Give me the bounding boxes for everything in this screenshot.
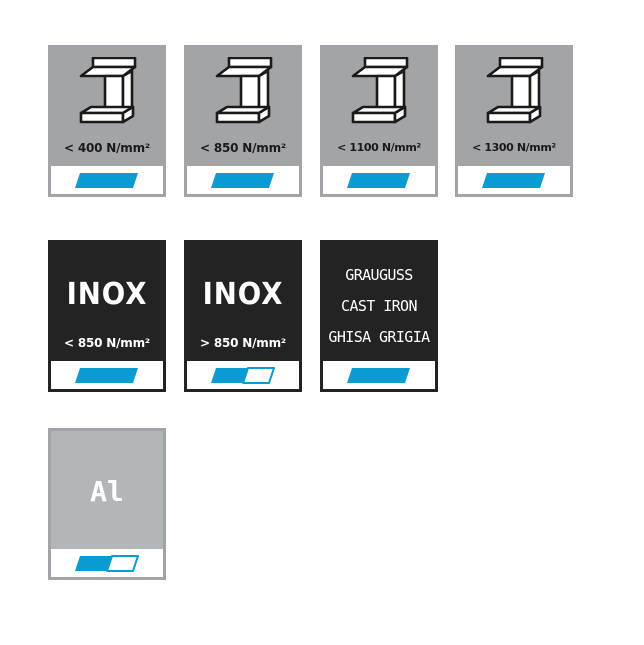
rating-fill-partial	[75, 556, 112, 571]
tensile-strength-label: < 1100 N/mm²	[337, 141, 421, 154]
tile-inox-gt850: INOX > 850 N/mm²	[184, 240, 302, 392]
material-title: INOX	[202, 277, 284, 312]
i-beam-icon	[351, 57, 409, 124]
rating-bar	[51, 549, 163, 577]
material-names: GRAUGUSS CAST IRON GHISA GRIGIA	[323, 260, 435, 353]
material-name-it: GHISA GRIGIA	[328, 328, 430, 346]
material-name-en: CAST IRON	[341, 297, 417, 315]
tensile-strength-label: < 1300 N/mm²	[472, 141, 556, 154]
rating-bar	[323, 166, 435, 194]
rating-fill-full	[75, 173, 138, 188]
i-beam-icon	[486, 57, 544, 124]
rating-bar	[187, 361, 299, 389]
rating-bar	[458, 166, 570, 194]
rating-bar	[323, 361, 435, 389]
rating-fill-full	[482, 173, 545, 188]
tile-steel-850: < 850 N/mm²	[184, 45, 302, 197]
rating-fill-full	[347, 173, 410, 188]
material-title: INOX	[66, 277, 148, 312]
rating-bar	[51, 361, 163, 389]
material-symbol: Al	[90, 475, 124, 508]
tile-inox-lt850: INOX < 850 N/mm²	[48, 240, 166, 392]
rating-fill-full	[211, 173, 274, 188]
i-beam-icon	[79, 57, 137, 124]
rating-bar	[187, 166, 299, 194]
i-beam-icon	[215, 57, 273, 124]
tensile-strength-label: > 850 N/mm²	[200, 336, 286, 350]
rating-fill-partial	[211, 368, 248, 383]
tensile-strength-label: < 850 N/mm²	[200, 141, 286, 155]
rating-bar	[51, 166, 163, 194]
tile-steel-400: < 400 N/mm²	[48, 45, 166, 197]
rating-empty	[106, 555, 139, 572]
tensile-strength-label: < 400 N/mm²	[64, 141, 150, 155]
tile-cast-iron: GRAUGUSS CAST IRON GHISA GRIGIA	[320, 240, 438, 392]
rating-fill-full	[347, 368, 410, 383]
tile-steel-1300: < 1300 N/mm²	[455, 45, 573, 197]
tile-steel-1100: < 1100 N/mm²	[320, 45, 438, 197]
tensile-strength-label: < 850 N/mm²	[64, 336, 150, 350]
rating-fill-full	[75, 368, 138, 383]
material-name-de: GRAUGUSS	[345, 266, 413, 284]
rating-empty	[242, 367, 275, 384]
tile-aluminium: Al	[48, 428, 166, 580]
